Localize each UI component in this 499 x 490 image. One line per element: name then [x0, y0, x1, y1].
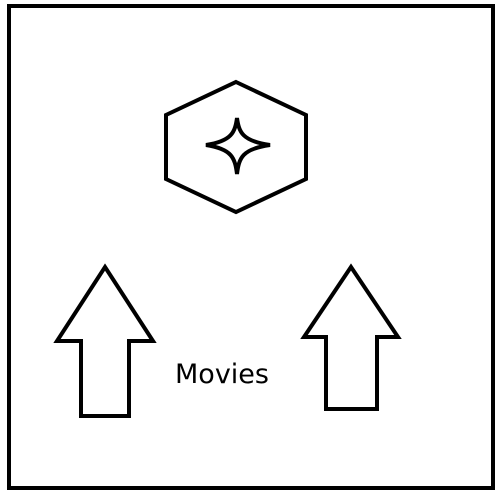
outer-frame	[7, 4, 495, 490]
star-icon	[205, 117, 271, 175]
left-up-arrow-icon	[53, 263, 157, 418]
movies-label: Movies	[175, 359, 269, 390]
hexagon-icon	[164, 79, 308, 215]
right-up-arrow-icon	[300, 263, 402, 411]
